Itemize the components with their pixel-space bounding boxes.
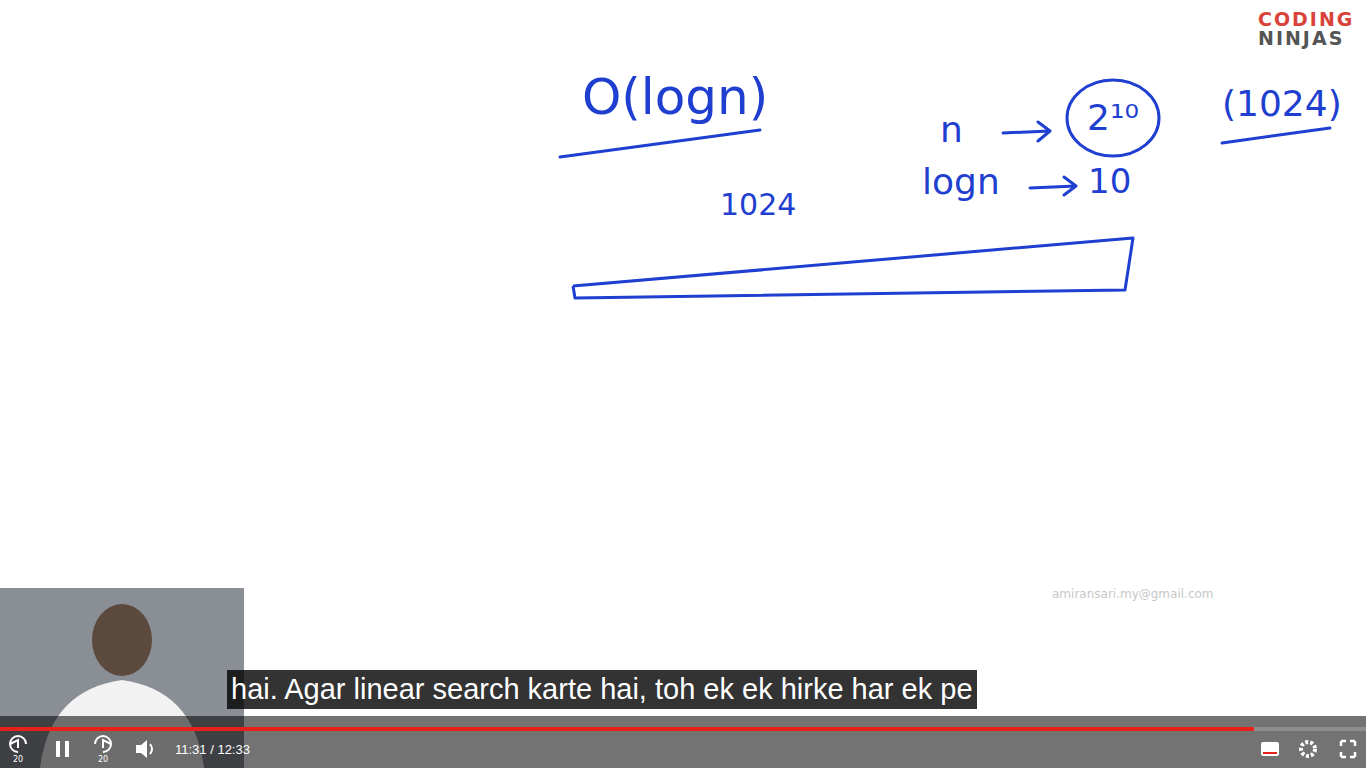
array-outline — [573, 238, 1133, 298]
variable-name: n — [940, 112, 963, 148]
subtitle: hai. Agar linear search karte hai, toh e… — [227, 670, 977, 709]
node-text: 2¹⁰ — [1087, 100, 1139, 136]
captions-icon — [1261, 742, 1279, 756]
pause-icon — [56, 741, 60, 757]
arrow-symbol — [1003, 122, 1050, 141]
progress-played — [0, 727, 1254, 731]
underline — [560, 130, 760, 157]
volume-icon — [136, 740, 147, 758]
captions-icon — [1263, 752, 1277, 754]
logo-text: CODING — [1258, 10, 1354, 29]
variable-name: logn — [922, 164, 1000, 200]
array-outline — [570, 186, 1140, 302]
volume-icon — [150, 744, 152, 754]
node-text: 1024 — [720, 190, 796, 220]
fullscreen-icon — [1341, 741, 1355, 757]
value-note: 10 — [1088, 164, 1131, 198]
progress-track — [0, 727, 1366, 731]
rewind-icon — [10, 736, 26, 752]
settings-icon — [1301, 742, 1315, 756]
pause-icon — [65, 741, 69, 757]
skip-seconds: 20 — [13, 756, 23, 764]
logo-text: NINJAS — [1258, 29, 1344, 48]
skip-seconds: 20 — [98, 756, 108, 764]
control-gradient — [0, 716, 1366, 768]
circled-value: 2¹⁰ — [1065, 78, 1161, 158]
time-display: 11:31 / 12:33 — [175, 743, 250, 756]
forward-icon — [95, 736, 111, 752]
complexity-note: O(logn) — [582, 72, 768, 122]
array-box: 1024 — [570, 186, 1140, 302]
value-note: (1024) — [1222, 86, 1342, 122]
arrow-symbol — [1030, 177, 1076, 195]
underline — [1222, 128, 1330, 143]
presenter-head — [92, 604, 152, 676]
watermark: amiransari.my@gmail.com — [1052, 588, 1214, 600]
circle-outline — [1067, 80, 1159, 156]
